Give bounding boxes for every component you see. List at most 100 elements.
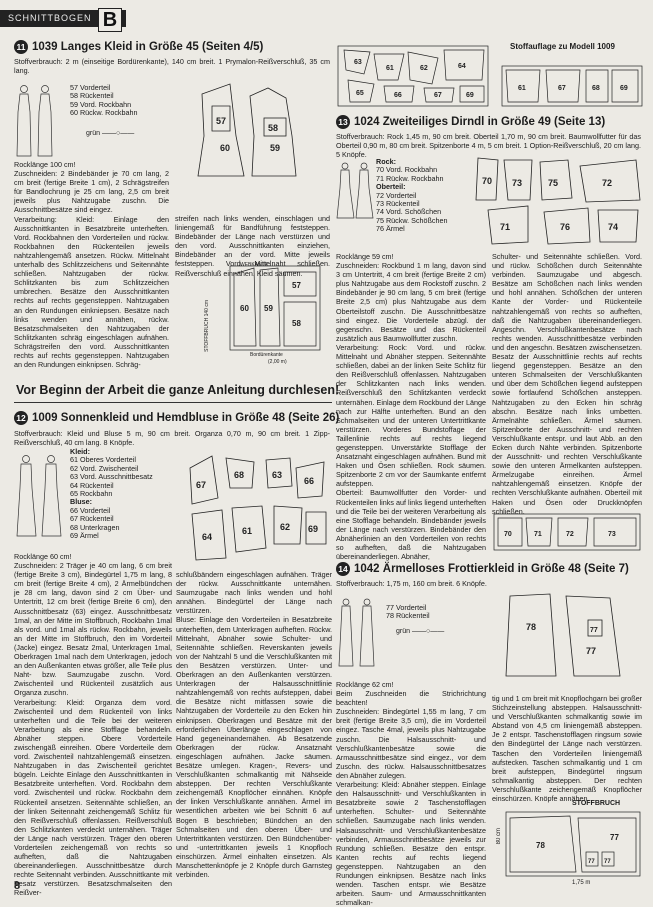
svg-text:74: 74 (608, 222, 618, 232)
parts-list-12: Kleid: 61 Oberes Vorderteil 62 Vord. Zwi… (70, 447, 153, 541)
svg-text:76: 76 (560, 222, 570, 232)
svg-text:73: 73 (608, 531, 616, 538)
layout-11-webkante: WEBKANTE (240, 262, 269, 268)
page-number: 8 (14, 880, 21, 892)
svg-text:59: 59 (264, 304, 273, 313)
svg-text:71: 71 (534, 531, 542, 538)
svg-text:60: 60 (220, 143, 230, 153)
section-11-text-col1: Rocklänge 100 cm! Zuschneiden: 2 Bindebä… (14, 160, 169, 370)
svg-text:69: 69 (308, 524, 318, 534)
svg-text:57: 57 (292, 281, 301, 290)
parts-list-13: Rock: 70 Vord. Rockbahn 71 Rückw. Rockba… (376, 157, 448, 234)
color-legend-14: grün ——○—— (396, 628, 445, 635)
layout-14-height: 80 cm (496, 828, 502, 845)
svg-text:67: 67 (434, 92, 442, 99)
svg-text:67: 67 (196, 480, 206, 490)
svg-text:67: 67 (558, 85, 566, 92)
layout-14-stoffbruch: STOFFBRUCH (572, 800, 621, 807)
list-item: 61 Oberes Vorderteil (70, 455, 136, 465)
svg-text:64: 64 (458, 63, 466, 70)
svg-text:70: 70 (504, 531, 512, 538)
svg-text:58: 58 (292, 319, 301, 328)
fabric-layout-11: 60 59 57 58 (229, 265, 321, 351)
svg-text:57: 57 (216, 116, 226, 126)
svg-text:68: 68 (234, 470, 244, 480)
stoff-text: Stoffverbrauch: 2 m (einseitige Bordüren… (14, 57, 330, 76)
list-item: 64 Rückenteil (70, 480, 114, 490)
parts-list-14: 77 Vorderteil 78 Rückenteil (386, 603, 430, 621)
svg-text:77: 77 (604, 859, 611, 865)
list-heading: Oberteil: (376, 182, 406, 192)
layout-11-stoffbruch: STOFFBRUCH 140 cm (204, 300, 210, 352)
section-14-text-col1: Rocklänge 62 cm! Beim Zuschneiden die St… (336, 680, 486, 907)
section-13-stoff: Stoffverbrauch: Rock 1,45 m, 90 cm breit… (336, 132, 641, 160)
list-item: 57 Vorderteil (70, 83, 111, 92)
list-item: 63 Vord. Ausschnittbesatz (70, 472, 153, 482)
dress-sketch-14 (338, 598, 375, 667)
list-item: 74 Vord. Schößchen (376, 207, 442, 217)
dirndl-sketch-13 (336, 162, 374, 219)
svg-text:72: 72 (566, 531, 574, 538)
svg-text:62: 62 (420, 65, 428, 72)
list-heading: Rock: (376, 157, 396, 166)
svg-text:77: 77 (590, 627, 598, 634)
section-12-text-col2: schlußbändern eingeschlagen aufnähen. Tr… (176, 570, 332, 880)
section-13-number: 13 (336, 115, 350, 129)
section-14-stoff: Stoffverbrauch: 1,75 m, 160 cm breit. 6 … (336, 579, 487, 588)
layout-14-width: 1,75 m (572, 880, 591, 886)
svg-text:77: 77 (610, 833, 619, 842)
fabric-layout-13: 70 71 72 73 (493, 513, 641, 551)
list-item: 69 Ärmel (70, 531, 99, 541)
svg-text:59: 59 (270, 143, 280, 153)
svg-text:75: 75 (548, 178, 558, 188)
section-14-number: 14 (336, 562, 350, 576)
list-item: 73 Rückenteil (376, 199, 420, 209)
section-11-stoff: Stoffverbrauch: 2 m (einseitige Bordüren… (14, 57, 330, 75)
section-11-title: 1039 Langes Kleid in Größe 45 (Seiten 4/… (32, 41, 264, 53)
section-14-text-col2: tig und 1 cm breit mit Knopflochgarn bei… (492, 694, 642, 804)
section-11-heading: 11 1039 Langes Kleid in Größe 45 (Seiten … (14, 40, 263, 54)
section-12-stoff: Stoffverbrauch: Kleid und Bluse 5 m, 90 … (14, 429, 330, 448)
color-legend-11: grün ——○—— (86, 130, 135, 137)
list-item: 71 Rückw. Rockbahn (376, 173, 444, 183)
section-tab: SCHNITTBOGEN (0, 10, 126, 27)
legend-label: grün (86, 130, 101, 137)
layout-11-width: (2,00 m) (268, 359, 287, 365)
list-item: 59 Vord. Rockbahn (70, 99, 132, 109)
svg-text:61: 61 (386, 65, 394, 72)
section-12-title: 1009 Sonnenkleid und Hemdbluse in Größe … (32, 412, 340, 424)
tab-letter: B (98, 8, 122, 32)
svg-text:61: 61 (518, 85, 526, 92)
dress-sketch-12 (16, 455, 62, 537)
layout-11-borduere: Bordürenkante (250, 352, 283, 358)
svg-text:69: 69 (466, 92, 474, 99)
list-item: 76 Ärmel (376, 224, 405, 234)
svg-text:77: 77 (586, 646, 596, 656)
list-item: 75 Rückw. Schößchen (376, 215, 448, 225)
list-item: 65 Rockbahn (70, 489, 113, 499)
legend-label: grün (396, 628, 411, 635)
dress-sketch-11 (16, 85, 53, 157)
list-item: 68 Unterkragen (70, 522, 120, 532)
svg-text:63: 63 (354, 59, 362, 66)
list-item: 58 Rückenteil (70, 91, 114, 101)
svg-text:69: 69 (620, 85, 628, 92)
divider (14, 402, 332, 403)
svg-text:66: 66 (304, 476, 314, 486)
list-item: 67 Rückenteil (70, 514, 114, 524)
svg-text:60: 60 (240, 304, 249, 313)
svg-text:62: 62 (280, 522, 290, 532)
svg-text:68: 68 (592, 85, 600, 92)
list-item: 78 Rückenteil (386, 611, 430, 621)
list-heading: Kleid: (70, 447, 90, 456)
section-11-number: 11 (14, 40, 28, 54)
svg-text:77: 77 (588, 859, 595, 865)
svg-text:73: 73 (512, 178, 522, 188)
